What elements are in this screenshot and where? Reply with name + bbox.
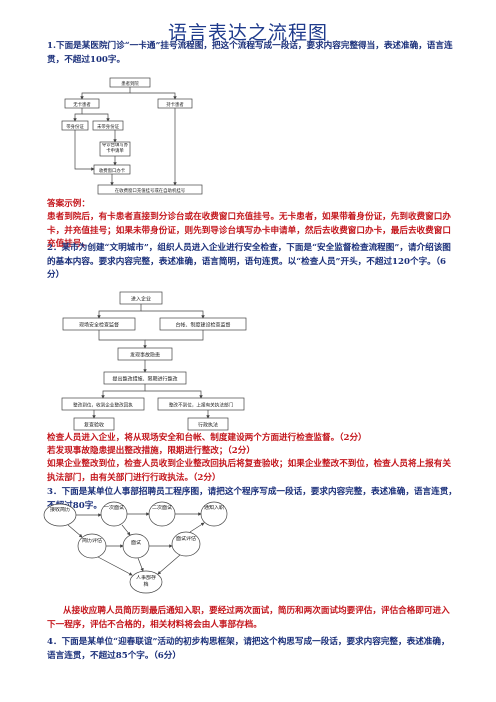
question-1: 1.下面是某医院门诊“一卡通”挂号流程图，把这个流程写成一段话，要求内容完整得当… [47, 41, 453, 65]
node-second-interview: 二次面试 [152, 505, 172, 511]
node-enter: 进入企业 [131, 296, 151, 303]
answer-2-line-1: 检查人员进入企业，将从现场安全和台帐、制度建设两个方面进行检查监督。（2分） [47, 433, 367, 443]
node-interview-eval: 面试评估 [176, 536, 196, 542]
node-interview: 面试 [130, 540, 141, 546]
answer-2-line-2: 若发现事故隐患提出整改措施，限期进行整改；（2分） [47, 446, 255, 456]
node-fill-form: 导诊台填写办卡申请单 [101, 143, 129, 154]
node-enforce: 行政执法 [198, 422, 218, 429]
node-arrive: 患者到院 [121, 80, 139, 87]
question-2: 2．某市为创建“文明城市”，组织人员进入企业进行安全检查，下面是“安全监督检查流… [47, 243, 451, 281]
node-notify: 通知入职 [204, 505, 224, 511]
hospital-flowchart: 患者到院 无卡患者 持卡患者 带身份证 未带身份证 导诊台填写办卡申请单 收费窗… [60, 76, 220, 197]
node-without-id: 未带身份证 [97, 123, 120, 130]
node-pay-window: 收费窗口办卡 [99, 167, 126, 174]
node-no-card: 无卡患者 [73, 101, 91, 108]
node-archive: 人事部存档 [135, 575, 156, 588]
node-register: 在收费窗口充值挂号或在自助机挂号 [115, 187, 186, 194]
node-has-card: 持卡患者 [166, 101, 184, 108]
answer-3: 从接收应聘人员简历到最后通知入职，要经过两次面试，简历和两次面试均要评估，评估合… [47, 606, 450, 630]
page-title: 语言表达之流程图 [167, 22, 328, 44]
node-resume-eval: 简历评估 [82, 538, 102, 544]
node-with-id: 带身份证 [66, 123, 84, 130]
node-site-check: 现场安全检查监督 [79, 322, 119, 329]
node-resume: 接收简历 [49, 507, 70, 513]
question-3: 3．下面是某单位人事部招聘员工程序图，请把这个程序写成一段话，要求内容完整，表述… [47, 487, 457, 511]
hiring-diagram: 接收简历 一次面试 二次面试 通知入职 简历评估 面试 面试评估 人事部存档 [40, 500, 250, 596]
node-rectify: 提出整改措施、限期进行整改 [112, 376, 177, 383]
answer-1-label: 答案示例： [47, 199, 90, 209]
answer-1: 患者到院后，有卡患者直接到分诊台或在收费窗口充值挂号。无卡患者，如果带着身份证，… [47, 212, 451, 250]
node-review: 复查验收 [84, 422, 104, 429]
node-rectified: 整改到位，收到企业整改回执 [73, 402, 133, 409]
question-4: 4．下面是某单位“迎春联谊”活动的初步构思框架，请把这个构思写成一段话，要求内容… [47, 637, 450, 661]
node-hazard: 发现事故隐患 [130, 352, 160, 359]
node-ledger-check: 台帐、制度建设检查监督 [175, 322, 230, 329]
answer-2-line-3: 如果企业整改到位，检查人员收到企业整改回执后将复查验收；如果企业整改不到位，检查… [47, 459, 451, 483]
node-first-interview: 一次面试 [104, 505, 124, 511]
node-not-rectified: 整改不到位，上报有关执法部门 [169, 402, 234, 409]
safety-flowchart: 进入企业 现场安全检查监督 台帐、制度建设检查监督 发现事故隐患 提出整改措施、… [60, 290, 256, 432]
